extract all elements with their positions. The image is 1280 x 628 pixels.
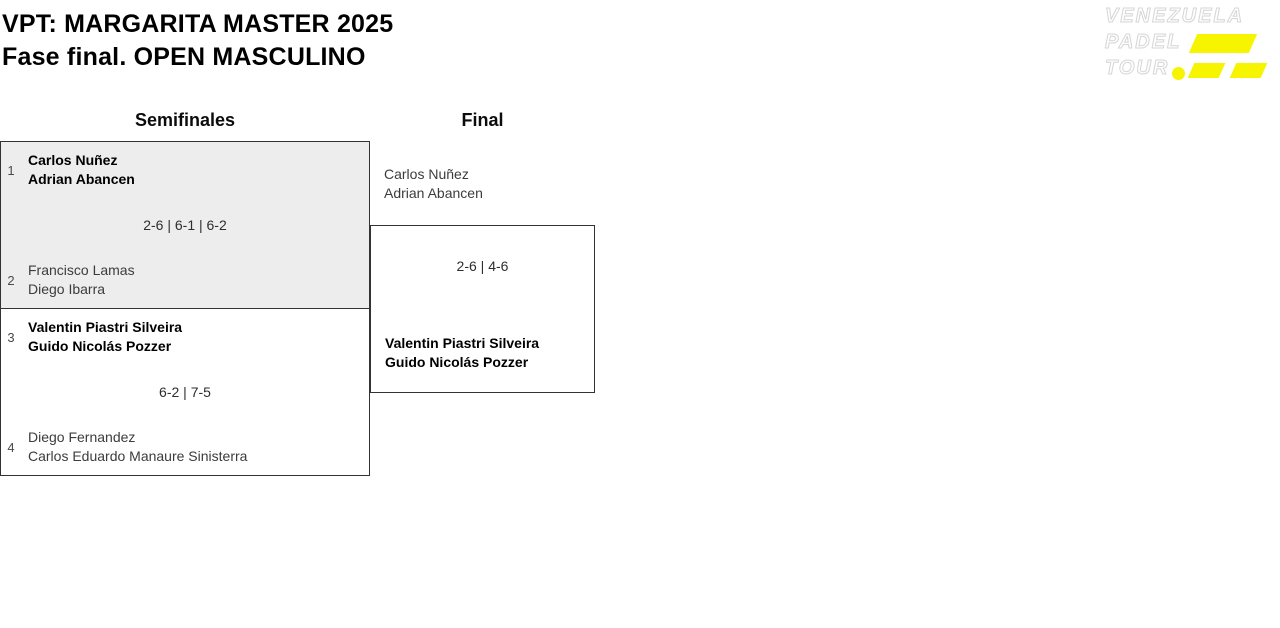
player-name: Adrian Abancen (28, 171, 135, 187)
player-name: Guido Nicolás Pozzer (28, 338, 172, 354)
final-match: 2-6 | 4-6 Valentin Piastri Silveira Guid… (370, 225, 595, 393)
player-name: Valentin Piastri Silveira (28, 319, 183, 335)
logo-word-padel: PADEL (1104, 31, 1182, 54)
seed-number: 4 (7, 439, 15, 455)
team-seed-3: 3 Valentin Piastri Silveira Guido Nicolá… (1, 318, 369, 356)
final-column: Carlos Nuñez Adrian Abancen 2-6 | 4-6 Va… (370, 141, 595, 477)
logo-row-padel: PADEL (1104, 29, 1277, 55)
player-name: Carlos Nuñez (28, 152, 118, 168)
team-names: Carlos Nuñez Adrian Abancen (21, 151, 135, 189)
team-names: Valentin Piastri Silveira Guido Nicolás … (21, 318, 182, 356)
team-seed-4: 4 Diego Fernandez Carlos Eduardo Manaure… (1, 428, 369, 466)
team-names: Francisco Lamas Diego Ibarra (21, 261, 135, 299)
logo-row-venezuela: VENEZUELA (1104, 3, 1277, 29)
player-name: Diego Ibarra (28, 281, 106, 297)
match-score: 6-2 | 7-5 (159, 384, 211, 400)
semifinal-match-2: 3 Valentin Piastri Silveira Guido Nicolá… (0, 308, 370, 476)
player-name: Diego Fernandez (28, 429, 136, 445)
semifinal-match-1: 1 Carlos Nuñez Adrian Abancen 2-6 | 6-1 … (0, 141, 370, 309)
round-header-semifinals: Semifinales (134, 110, 236, 130)
finalist-team-2-champion: Valentin Piastri Silveira Guido Nicolás … (378, 334, 539, 372)
finalist-team-1: Carlos Nuñez Adrian Abancen (377, 165, 483, 203)
phase-subtitle: Fase final. OPEN MASCULINO (2, 43, 366, 71)
page-title: VPT: MARGARITA MASTER 2025 Fase final. O… (2, 8, 393, 74)
team-seed-2: 2 Francisco Lamas Diego Ibarra (1, 261, 369, 299)
round-header-final: Final (461, 110, 504, 130)
player-name: Adrian Abancen (384, 185, 483, 201)
final-score: 2-6 | 4-6 (456, 258, 509, 274)
player-name: Francisco Lamas (28, 262, 135, 278)
logo-stripe-icon (1229, 63, 1268, 78)
seed-number: 1 (7, 162, 15, 178)
player-name: Carlos Eduardo Manaure Sinisterra (28, 448, 248, 464)
logo-ball-icon (1172, 67, 1186, 80)
logo-word-tour: TOUR (1104, 57, 1170, 80)
player-name: Valentin Piastri Silveira (385, 335, 540, 351)
tournament-title: VPT: MARGARITA MASTER 2025 (2, 10, 394, 38)
team-seed-1: 1 Carlos Nuñez Adrian Abancen (1, 151, 369, 189)
logo-stripe-icon (1187, 63, 1226, 78)
match-score: 2-6 | 6-1 | 6-2 (143, 217, 227, 233)
logo-stripe-icon (1189, 34, 1258, 53)
logo-word-venezuela: VENEZUELA (1104, 5, 1245, 28)
player-name: Carlos Nuñez (384, 166, 469, 182)
player-name: Guido Nicolás Pozzer (385, 354, 529, 370)
team-names: Diego Fernandez Carlos Eduardo Manaure S… (21, 428, 247, 466)
seed-number: 2 (7, 272, 15, 288)
seed-number: 3 (7, 329, 15, 345)
logo-row-tour: TOUR (1104, 55, 1277, 81)
venezuela-padel-tour-logo: VENEZUELA PADEL TOUR (1104, 3, 1277, 81)
